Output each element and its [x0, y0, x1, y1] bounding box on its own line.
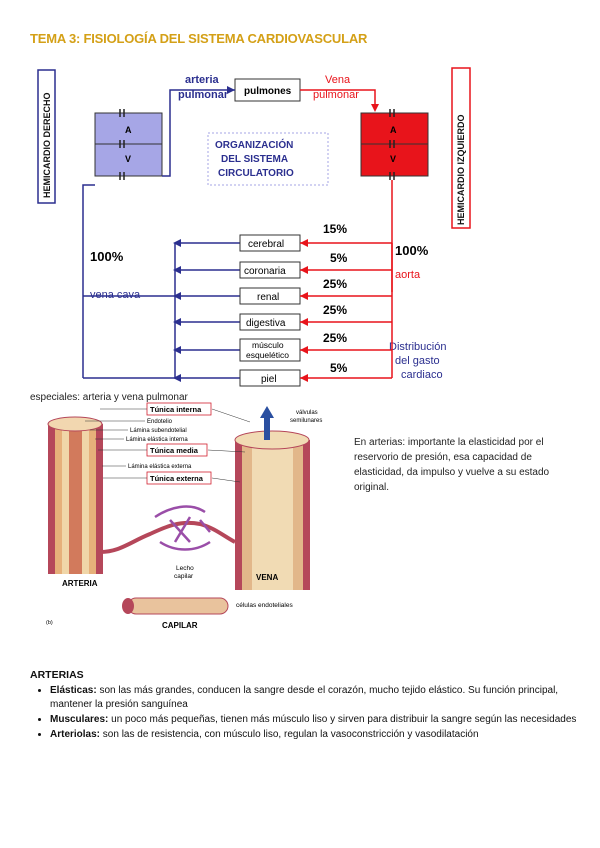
organ-row-musculo: músculo esquelético 25% [173, 331, 392, 362]
label-endotelio: Endotelio [147, 419, 173, 425]
organization-line-3: CIRCULATORIO [218, 168, 294, 179]
organ-percent: 25% [323, 303, 347, 317]
organ-percent: 5% [330, 361, 348, 375]
organ-percent: 5% [330, 251, 348, 265]
organ-name: cerebral [248, 239, 284, 250]
label-lamina-ext: Lámina elástica externa [128, 464, 192, 470]
organ-row-renal: renal 25% [173, 277, 392, 305]
label-vena: VENA [256, 573, 278, 582]
pulmonary-artery-label-2: pulmonar [178, 89, 229, 101]
aorta-label: aorta [395, 269, 421, 281]
definition: son las más grandes, conducen la sangre … [50, 685, 559, 710]
distribution-line-2: del gasto [395, 355, 440, 367]
left-heart-label-box [37, 69, 56, 204]
label-tunica-externa: Túnica externa [150, 474, 204, 483]
diagram-caption: especiales: arteria y vena pulmonar [30, 392, 188, 403]
lungs-label: pulmones [244, 86, 292, 97]
organization-line-1: ORGANIZACIÓN [215, 138, 293, 151]
right-percent: 100% [395, 243, 429, 258]
organ-row-digestiva: digestiva 25% [173, 303, 392, 331]
organization-box [207, 132, 329, 186]
organization-line-2: DEL SISTEMA [221, 154, 288, 165]
left-percent: 100% [90, 249, 124, 264]
right-heart-label: HEMICARDIO IZQUIERDO [456, 114, 466, 225]
distribution-line-1: Distribución [389, 341, 446, 353]
right-ventricle-label: V [125, 154, 131, 164]
arterias-note: En arterias: importante la elasticidad p… [354, 437, 550, 493]
organ-name: renal [257, 292, 279, 303]
distribution-line-3: cardiaco [401, 369, 443, 381]
organ-percent: 25% [323, 331, 347, 345]
label-capilar: CAPILAR [162, 621, 198, 630]
organ-name: piel [261, 374, 277, 385]
label-tunica-media: Túnica media [150, 446, 199, 455]
label-tunica-interna: Túnica interna [150, 405, 202, 414]
definition: son las de resistencia, con músculo liso… [100, 729, 479, 740]
list-item: Musculares: un poco más pequeñas, tienen… [50, 713, 580, 727]
left-atrium-label: A [390, 125, 397, 135]
pulmonary-artery-label-1: arteria [185, 74, 220, 86]
term: Musculares: [50, 714, 109, 725]
label-lamina-int: Lámina elástica interna [126, 437, 188, 443]
label-celulas: células endoteliales [236, 602, 293, 609]
arterias-list: Elásticas: son las más grandes, conducen… [30, 684, 580, 742]
organ-row-piel: piel 5% [173, 361, 392, 387]
vena-cava-label: vena cava [90, 289, 141, 301]
right-atrium-label: A [125, 125, 132, 135]
right-heart-label-box [451, 67, 471, 229]
term: Elásticas: [50, 685, 97, 696]
label-fig: (b) [46, 620, 53, 626]
list-item: Arteriolas: son las de resistencia, con … [50, 728, 580, 742]
label-lamina-sub: Lámina subendotelial [130, 428, 187, 434]
label-valvulas-1: válvulas [296, 410, 318, 416]
pulmonary-vein-label-2: pulmonar [313, 89, 359, 101]
circulatory-diagram: HEMICARDIO DERECHO HEMICARDIO IZQUIERDO … [37, 67, 471, 387]
label-valvulas-2: semilunares [290, 418, 322, 424]
label-arteria: ARTERIA [62, 579, 98, 588]
organ-percent: 15% [323, 222, 347, 236]
page-title: TEMA 3: FISIOLOGÍA DEL SISTEMA CARDIOVAS… [30, 31, 368, 46]
organ-name-line-1: músculo [252, 340, 284, 350]
left-ventricle-label: V [390, 154, 396, 164]
definition: un poco más pequeñas, tienen más músculo… [108, 714, 577, 725]
arterias-heading: ARTERIAS [30, 669, 84, 681]
organ-percent: 25% [323, 277, 347, 291]
organ-row-cerebral: cerebral 15% [173, 222, 392, 252]
arterias-section: ARTERIAS Elásticas: son las más grandes,… [30, 668, 580, 743]
vessel-illustration: Túnica interna Endotelio Lámina subendot… [46, 402, 322, 630]
organ-name: coronaria [244, 266, 286, 277]
organ-name: digestiva [246, 318, 286, 329]
pulmonary-vein-label-1: Vena [325, 74, 351, 86]
organ-row-coronaria: coronaria 5% [173, 251, 392, 279]
organ-name-line-2: esquelético [246, 350, 289, 360]
list-item: Elásticas: son las más grandes, conducen… [50, 684, 580, 712]
left-heart-label: HEMICARDIO DERECHO [42, 92, 52, 198]
label-lecho-1: Lecho [176, 565, 194, 572]
term: Arteriolas: [50, 729, 101, 740]
label-lecho-2: capilar [174, 573, 194, 580]
